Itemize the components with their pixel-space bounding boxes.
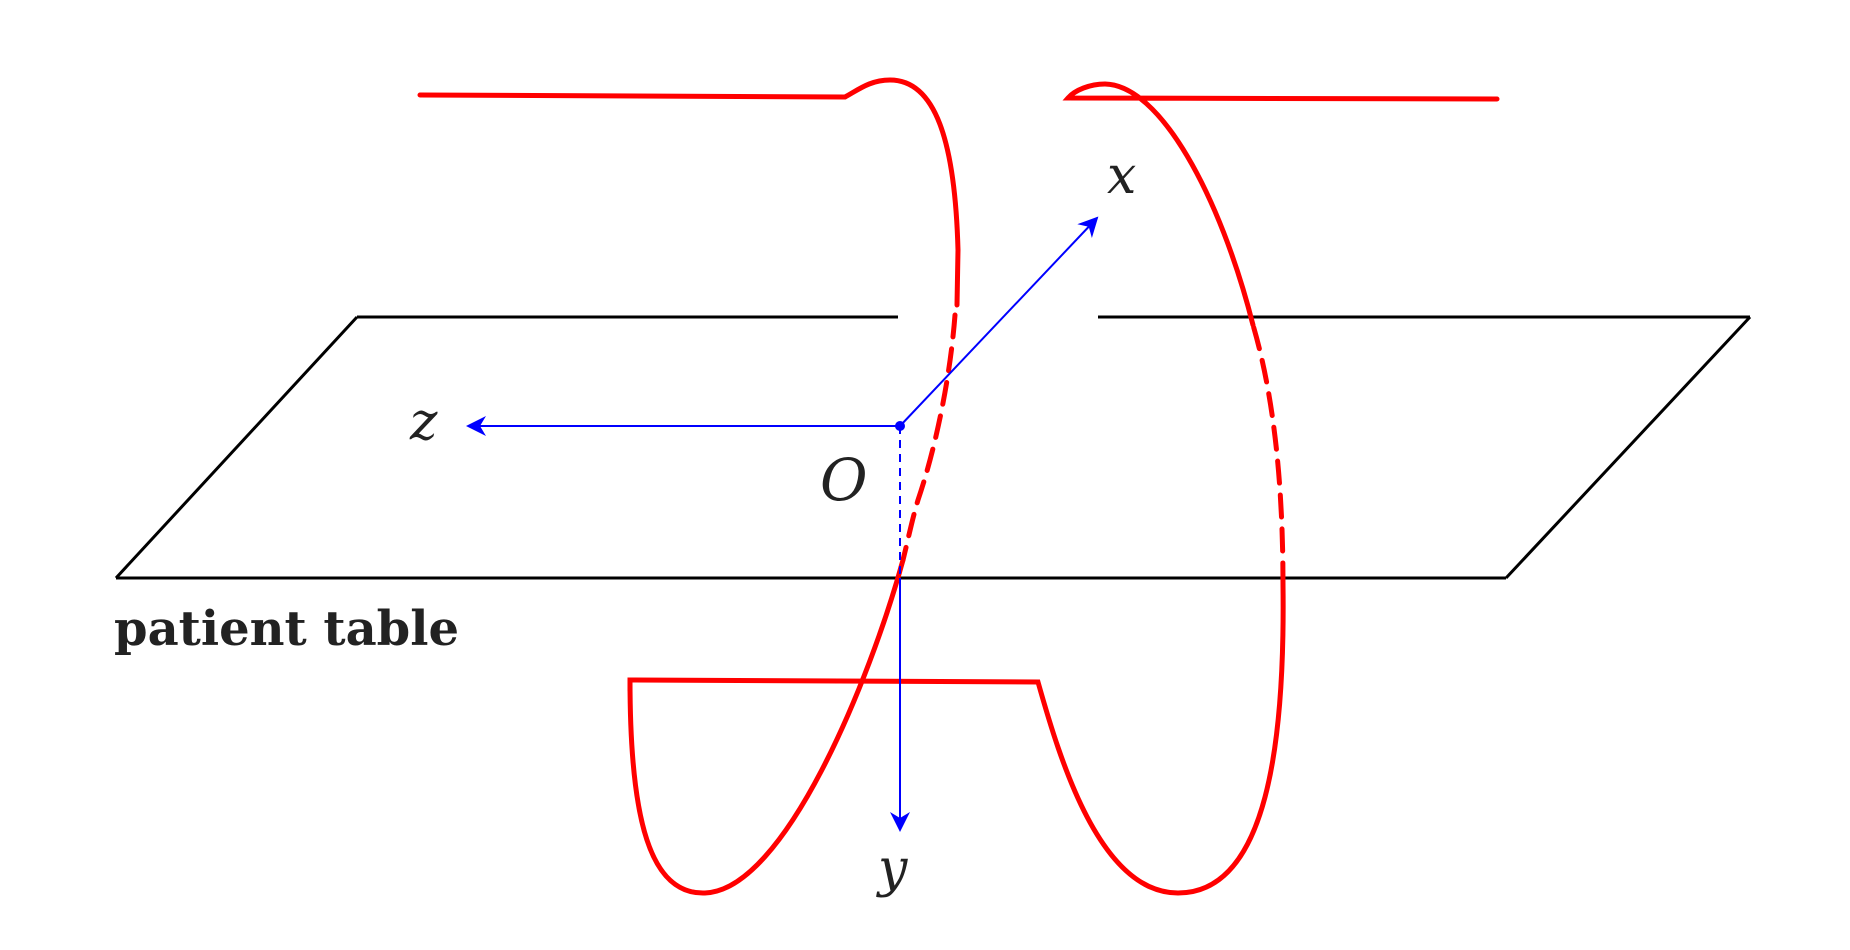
coil-left-loop-lower bbox=[627, 557, 906, 896]
axis-y-label: y bbox=[876, 839, 908, 899]
patient-table-plane bbox=[114, 315, 1752, 580]
x-axis-arrow bbox=[899, 216, 1099, 427]
coil-bottom-connector bbox=[627, 582, 1286, 896]
coil-left-lead bbox=[417, 77, 961, 308]
table-left-edge bbox=[114, 315, 359, 580]
coil-right-loop-hidden bbox=[1250, 322, 1286, 588]
coordinate-axes bbox=[466, 216, 1099, 832]
axis-z-label: z bbox=[409, 392, 438, 452]
coil-left-loop-hidden bbox=[900, 312, 958, 563]
patient-table-label: patient table bbox=[114, 601, 459, 657]
axis-x-label: x bbox=[1107, 146, 1136, 206]
table-right-edge bbox=[1504, 315, 1752, 580]
coil-right-loop-upper bbox=[1062, 81, 1500, 328]
origin-point bbox=[895, 421, 905, 431]
origin-label: O bbox=[820, 446, 868, 514]
coil-wire bbox=[417, 77, 1500, 896]
